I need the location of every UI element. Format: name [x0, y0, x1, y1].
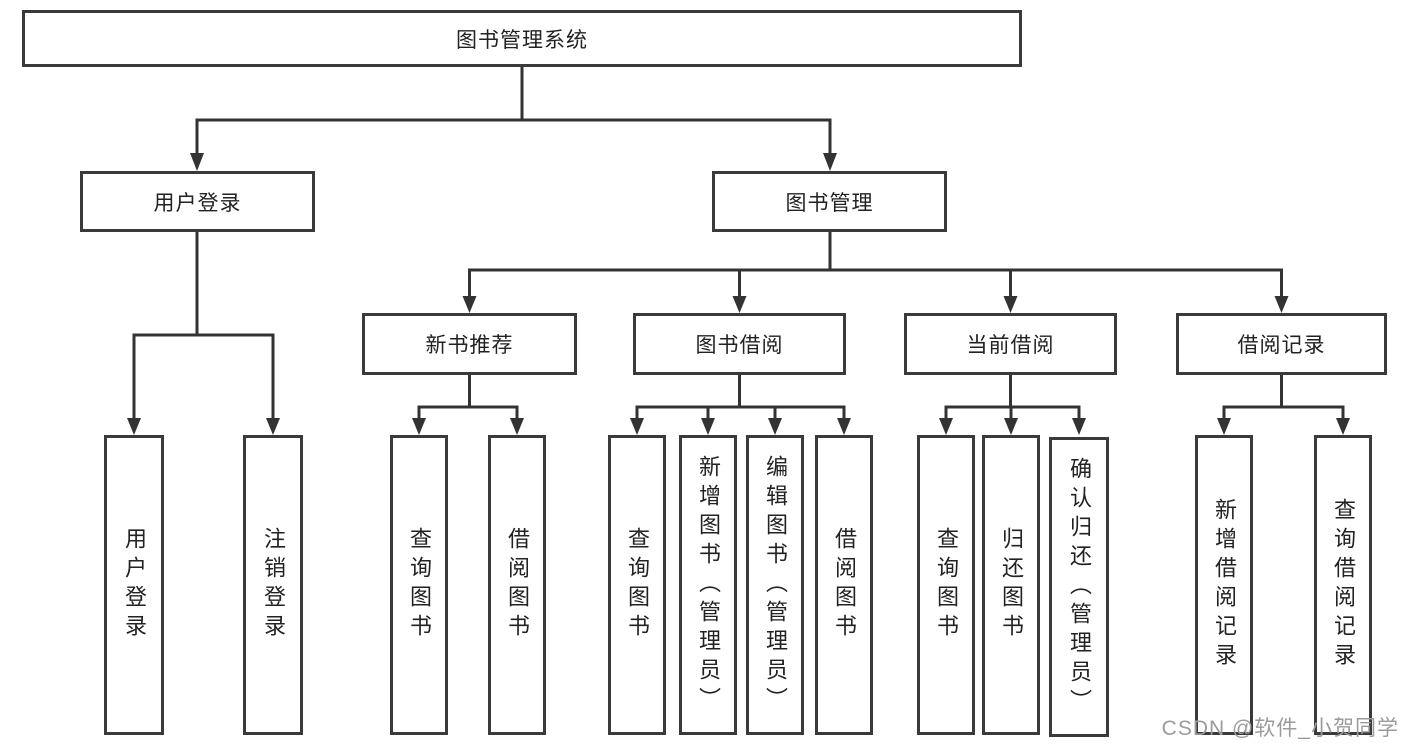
node-label: 查询图书 — [934, 527, 959, 643]
node-label: 查询图书 — [625, 527, 650, 643]
node-label: 图书管理系统 — [456, 28, 588, 52]
node-label: 新增借阅记录 — [1212, 498, 1237, 672]
node-label: 新书推荐 — [425, 334, 514, 357]
node-new-book-recommend: 新书推荐 — [362, 313, 577, 375]
node-label: 编辑图书（管理员） — [763, 454, 788, 716]
node-label: 归还图书 — [999, 527, 1024, 643]
leaf-cb-confirm-return-admin: 确认归还（管理员） — [1049, 437, 1109, 737]
node-label: 用户登录 — [153, 191, 242, 215]
node-label: 图书管理 — [785, 191, 874, 215]
connector-borrow-records — [1217, 374, 1350, 435]
node-book-borrow: 图书借阅 — [633, 313, 846, 375]
node-user-login: 用户登录 — [80, 171, 315, 232]
connector-root — [190, 66, 837, 171]
node-label: 当前借阅 — [966, 334, 1055, 357]
leaf-bb-add-book-admin: 新增图书（管理员） — [679, 435, 737, 735]
node-label: 注销登录 — [261, 527, 286, 643]
leaf-bb-edit-book-admin: 编辑图书（管理员） — [746, 435, 804, 735]
node-current-borrow: 当前借阅 — [904, 313, 1117, 375]
node-label: 借阅记录 — [1237, 334, 1326, 357]
leaf-bb-query-books: 查询图书 — [608, 435, 666, 735]
node-label: 借阅图书 — [832, 527, 857, 643]
node-label: 用户登录 — [122, 527, 147, 643]
leaf-bb-borrow-books: 借阅图书 — [815, 435, 873, 735]
node-label: 新增图书（管理员） — [696, 454, 721, 716]
leaf-br-query-record: 查询借阅记录 — [1314, 435, 1372, 735]
node-label: 查询借阅记录 — [1331, 498, 1356, 672]
leaf-nbr-borrow-books: 借阅图书 — [488, 435, 546, 735]
node-label: 确认归还（管理员） — [1067, 456, 1092, 718]
connector-book-borrow — [630, 374, 851, 435]
node-borrow-records: 借阅记录 — [1176, 313, 1387, 375]
node-label: 图书借阅 — [695, 334, 784, 357]
leaf-logout: 注销登录 — [243, 435, 303, 735]
node-book-management: 图书管理 — [712, 171, 947, 232]
leaf-br-add-record: 新增借阅记录 — [1195, 435, 1253, 735]
csdn-watermark: CSDN @软件_小贺同学 — [1161, 717, 1399, 740]
leaf-user-login: 用户登录 — [104, 435, 164, 735]
connector-book-management — [462, 231, 1289, 313]
node-label: 查询图书 — [407, 527, 432, 643]
connector-current-borrow — [939, 374, 1086, 435]
node-library-system: 图书管理系统 — [22, 10, 1022, 67]
leaf-cb-query-books: 查询图书 — [917, 435, 975, 735]
connector-user-login — [127, 231, 280, 435]
leaf-cb-return-books: 归还图书 — [982, 435, 1040, 735]
connector-new-book-recommend — [412, 374, 524, 435]
node-label: 借阅图书 — [505, 527, 530, 643]
leaf-nbr-query-books: 查询图书 — [390, 435, 448, 735]
